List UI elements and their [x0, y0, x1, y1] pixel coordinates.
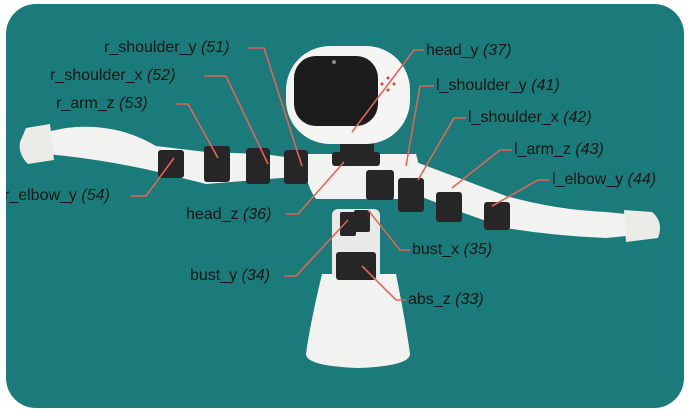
servo-abs: [336, 252, 376, 280]
left-hand: [624, 210, 660, 242]
servo-bust-y: [340, 212, 356, 236]
motor-name: l_shoulder_x: [468, 109, 559, 126]
motor-name: head_z: [186, 206, 239, 223]
label-l-arm-z: l_arm_z (43): [514, 141, 604, 159]
motor-id: (42): [563, 109, 592, 126]
leader-bust-x: [367, 209, 410, 251]
leader-head-y: [351, 49, 424, 133]
speaker-icon: [380, 76, 396, 92]
motor-name: bust_y: [190, 267, 238, 284]
leader-r-elbow-y: [130, 157, 175, 197]
robot-face-screen: [294, 56, 378, 126]
leader-r-arm-z: [176, 103, 219, 159]
label-head-z: head_z (36): [186, 206, 271, 224]
motor-name: l_elbow_y: [552, 171, 624, 188]
motor-id: (51): [200, 39, 230, 56]
servo-l-shoulder-y: [366, 170, 394, 200]
robot-base: [306, 274, 410, 368]
servo-bust-x: [354, 210, 370, 232]
motor-id: (35): [463, 241, 493, 258]
motor-id: (41): [531, 77, 560, 94]
motor-name: r_arm_z: [56, 95, 115, 112]
motor-name: r_elbow_y: [6, 187, 77, 204]
leader-r-shoulder-y: [248, 47, 303, 167]
motor-id: (34): [241, 267, 271, 284]
label-bust-x: bust_x (35): [412, 241, 492, 259]
motor-name: r_shoulder_x: [50, 67, 143, 84]
leader-bust-y: [284, 219, 349, 277]
motor-name: r_shoulder_y: [104, 39, 197, 56]
motor-id: (53): [119, 95, 148, 112]
motor-name: abs_z: [408, 291, 451, 308]
label-head-y: head_y (37): [426, 42, 511, 60]
leader-head-z: [286, 161, 345, 215]
camera-icon: [332, 60, 336, 64]
motor-id: (44): [627, 171, 657, 188]
motor-name: l_arm_z: [514, 141, 571, 158]
motor-id: (43): [575, 141, 604, 158]
motor-id: (37): [482, 42, 512, 59]
label-l-shoulder-x: l_shoulder_x (42): [468, 109, 592, 127]
servo-r-arm-z: [204, 146, 230, 182]
motor-id: (52): [146, 67, 176, 84]
left-arm: [414, 162, 626, 238]
leader-l-shoulder-y: [405, 85, 434, 167]
label-r-shoulder-x: r_shoulder_x (52): [50, 67, 175, 85]
motor-id: (54): [81, 187, 110, 204]
label-abs-z: abs_z (33): [408, 291, 484, 309]
leader-l-arm-z: [451, 149, 512, 189]
label-l-elbow-y: l_elbow_y (44): [552, 171, 656, 189]
leader-l-elbow-y: [491, 179, 550, 207]
label-r-arm-z: r_arm_z (53): [56, 95, 148, 113]
robot-illustration: [6, 4, 684, 408]
motor-id: (36): [242, 206, 272, 223]
motor-name: head_y: [426, 42, 479, 59]
motor-name: l_shoulder_y: [436, 77, 527, 94]
label-r-elbow-y: r_elbow_y (54): [6, 187, 110, 205]
label-bust-y: bust_y (34): [190, 267, 270, 285]
motor-id: (33): [455, 291, 484, 308]
right-hand: [19, 124, 54, 164]
leader-l-shoulder-x: [417, 117, 466, 181]
label-l-shoulder-y: l_shoulder_y (41): [436, 77, 560, 95]
label-r-shoulder-y: r_shoulder_y (51): [104, 39, 229, 57]
servo-l-arm-z: [436, 192, 462, 222]
motor-name: bust_x: [412, 241, 460, 258]
leader-lines: [130, 47, 550, 301]
servo-l-elbow-y: [484, 202, 510, 230]
leader-r-shoulder-x: [204, 75, 269, 165]
leader-abs-z: [361, 265, 406, 301]
diagram-panel: r_shoulder_y (51) r_shoulder_x (52) r_ar…: [6, 4, 684, 408]
servo-l-shoulder-x: [398, 178, 424, 212]
servo-r-shoulder-x: [246, 148, 270, 184]
servo-r-shoulder-y: [284, 150, 308, 184]
